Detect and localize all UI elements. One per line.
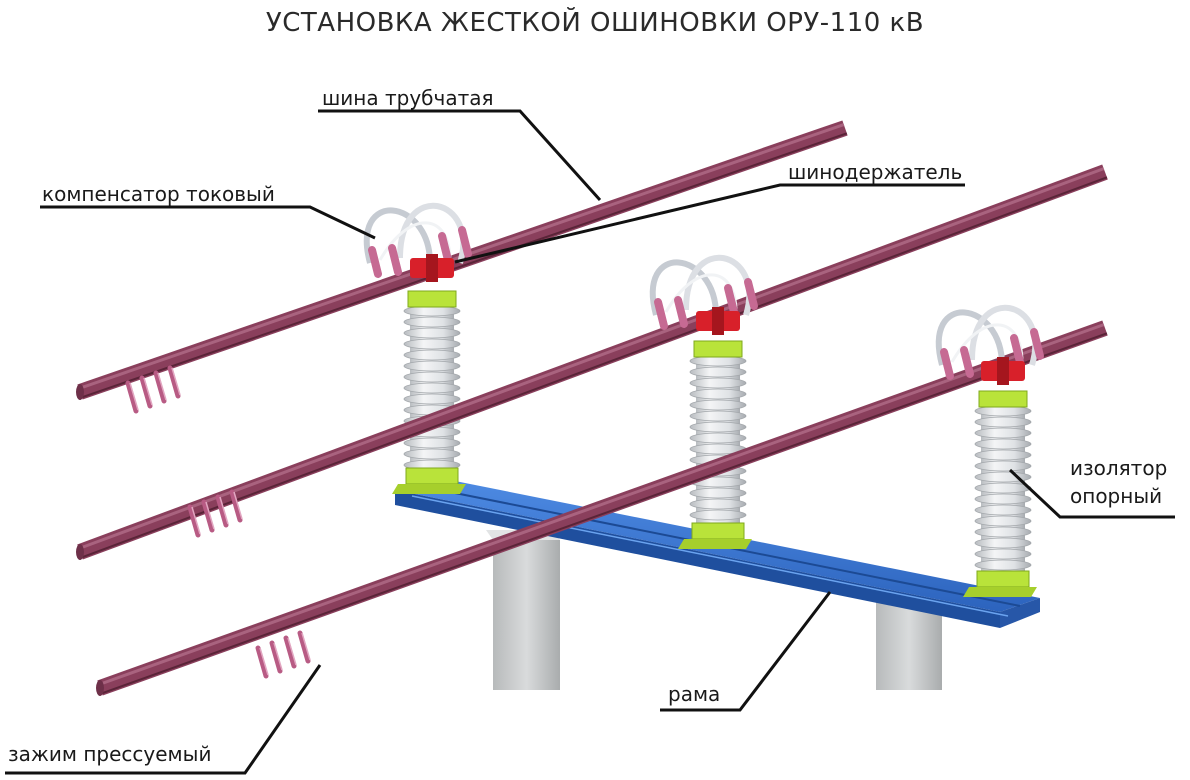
- label-frame: рама: [668, 682, 721, 706]
- leader-tube-bus: [318, 109, 602, 202]
- press-clamp-2: [187, 489, 243, 538]
- leader-lines: [5, 109, 1175, 775]
- leader-bus-holder: [454, 183, 965, 264]
- label-tube-bus: шина трубчатая: [322, 86, 494, 110]
- support-insulator-1: [392, 290, 466, 494]
- label-support-insulator-1: изолятор: [1070, 456, 1168, 480]
- leader-press-clamp: [5, 664, 322, 775]
- current-compensator-2: [649, 254, 758, 330]
- support-insulator-3: [963, 390, 1037, 597]
- tube-bus-2: [76, 164, 1108, 560]
- diagram-title: УСТАНОВКА ЖЕСТКОЙ ОШИНОВКИ ОРУ-110 кВ: [265, 8, 925, 38]
- label-support-insulator-2: опорный: [1070, 484, 1163, 508]
- leader-support-insulator: [1008, 468, 1175, 519]
- tube-bus-3: [96, 320, 1108, 696]
- pedestal-right: [876, 600, 942, 690]
- press-clamp-3: [255, 630, 311, 679]
- bus-holder-3: [981, 357, 1025, 385]
- support-insulator-2: [678, 340, 752, 549]
- current-compensator-1: [363, 202, 472, 278]
- bus-holder-2: [696, 307, 740, 335]
- leader-current-compensator: [40, 205, 376, 240]
- current-compensator-3: [935, 304, 1044, 380]
- label-bus-holder: шинодержатель: [788, 160, 963, 184]
- label-current-compensator: компенсатор токовый: [42, 182, 275, 206]
- bus-holder-1: [410, 254, 454, 282]
- press-clamp-1: [125, 365, 181, 414]
- label-press-clamp: зажим прессуемый: [8, 742, 212, 766]
- leader-frame: [660, 591, 832, 712]
